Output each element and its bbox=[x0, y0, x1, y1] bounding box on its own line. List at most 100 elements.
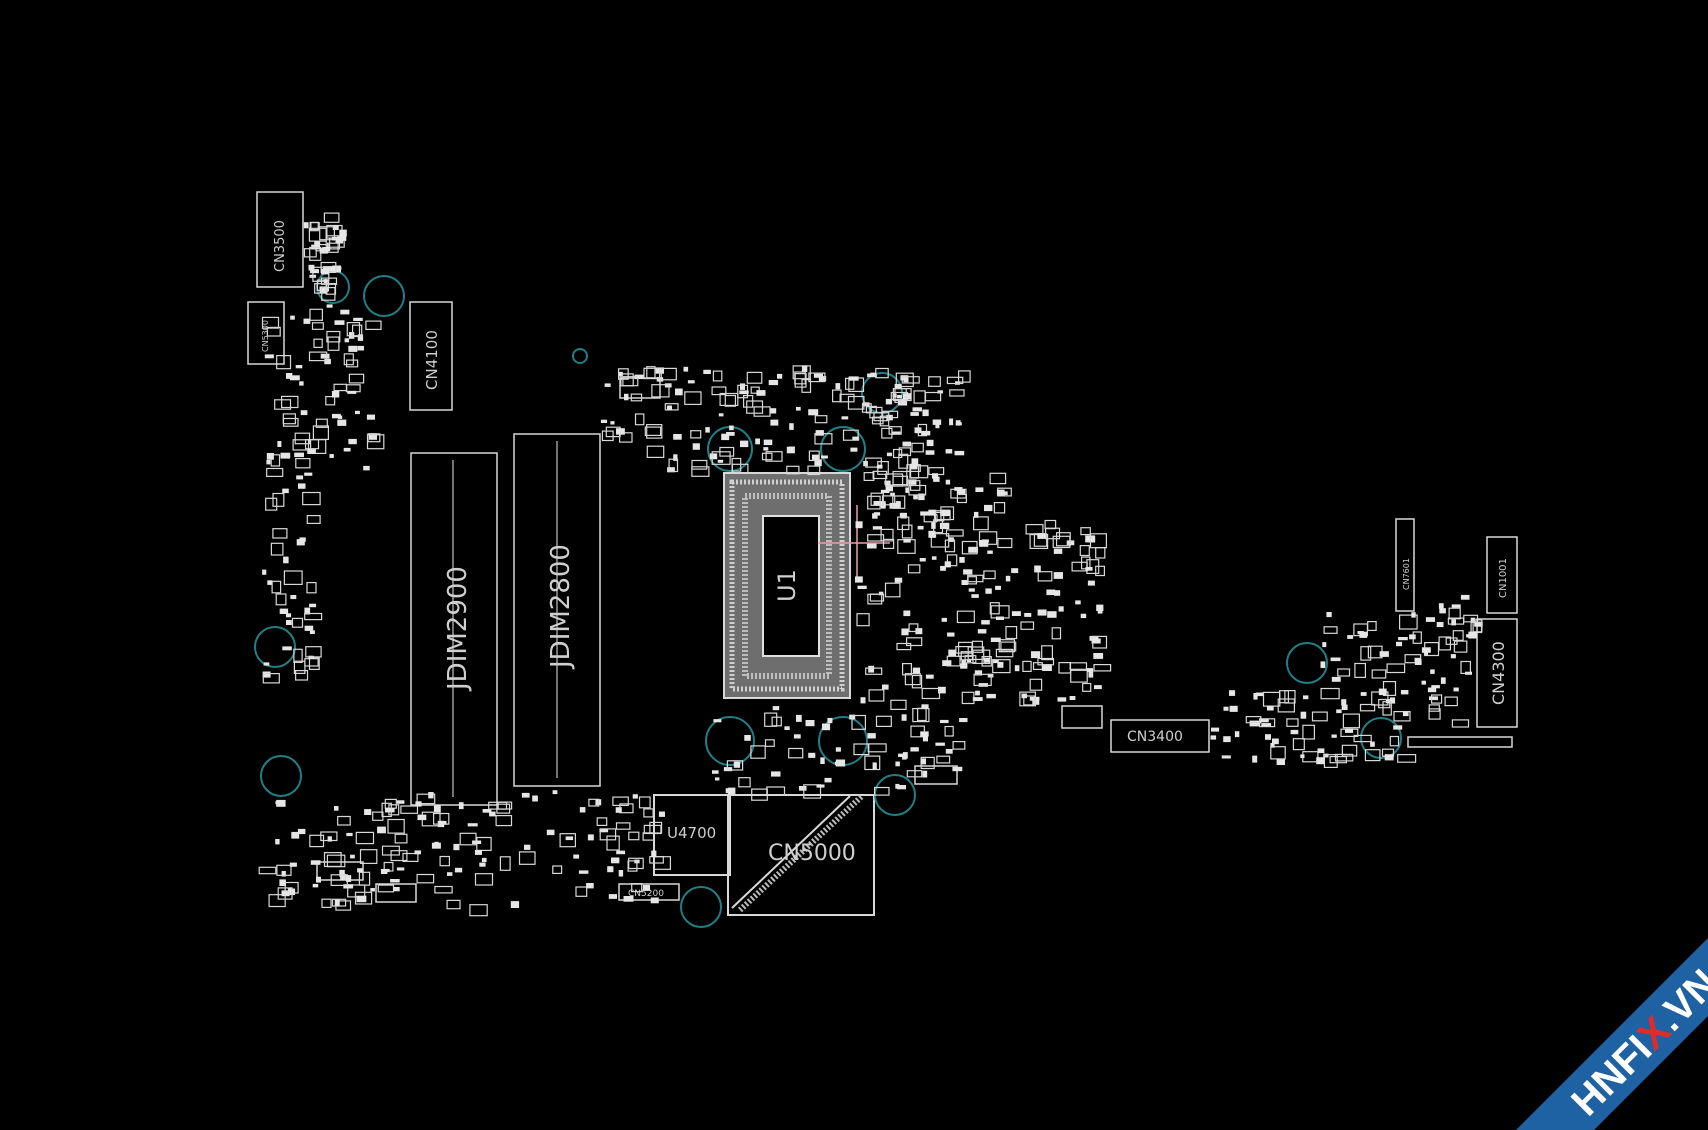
smd-pad bbox=[933, 511, 945, 522]
smd-pad bbox=[865, 457, 882, 468]
smd-pad bbox=[439, 821, 447, 825]
cn3400-outline bbox=[1110, 719, 1210, 753]
smd-pad bbox=[949, 418, 954, 426]
smd-pad bbox=[1052, 535, 1071, 549]
smd-pad bbox=[1430, 694, 1443, 704]
smd-pad bbox=[323, 279, 328, 284]
smd-pad bbox=[281, 890, 290, 897]
smd-pad bbox=[644, 426, 662, 437]
smd-pad bbox=[1234, 731, 1240, 738]
smd-pad bbox=[532, 795, 538, 802]
smd-pad bbox=[921, 430, 931, 436]
smd-pad bbox=[713, 719, 722, 723]
smd-pad bbox=[658, 367, 677, 381]
smd-pad bbox=[1341, 744, 1358, 757]
smd-pad bbox=[895, 372, 914, 388]
smd-pad bbox=[1097, 609, 1103, 614]
smd-pad bbox=[940, 506, 955, 521]
smd-pad bbox=[867, 743, 887, 753]
smd-pad bbox=[683, 366, 689, 372]
smd-pad bbox=[1000, 641, 1017, 652]
smd-pad bbox=[357, 334, 364, 341]
smd-pad bbox=[1451, 619, 1456, 626]
smd-pad bbox=[930, 534, 937, 538]
smd-pad bbox=[872, 762, 877, 770]
smd-pad bbox=[912, 407, 922, 412]
smd-pad bbox=[332, 236, 339, 241]
smd-pad bbox=[957, 370, 971, 383]
smd-pad bbox=[1378, 698, 1391, 709]
smd-pad bbox=[904, 673, 921, 686]
smd-pad bbox=[266, 453, 274, 460]
cn1001-outline bbox=[1486, 536, 1518, 614]
smd-pad bbox=[1025, 523, 1044, 535]
smd-pad bbox=[393, 887, 400, 892]
mounting-hole bbox=[363, 275, 405, 317]
smd-pad bbox=[304, 472, 313, 476]
smd-pad bbox=[1051, 627, 1062, 640]
smd-pad bbox=[1037, 657, 1055, 666]
smd-pad bbox=[847, 395, 865, 410]
smd-pad bbox=[524, 844, 531, 850]
smd-pad bbox=[984, 504, 993, 512]
smd-pad bbox=[956, 493, 968, 504]
smd-pad bbox=[261, 316, 280, 329]
smd-pad bbox=[942, 660, 952, 667]
smd-pad bbox=[948, 649, 956, 657]
smd-pad bbox=[345, 384, 361, 393]
smd-pad bbox=[335, 238, 344, 244]
smd-pad bbox=[348, 373, 365, 384]
smd-pad bbox=[1453, 687, 1459, 692]
smd-pad bbox=[920, 511, 930, 516]
smd-pad bbox=[303, 248, 317, 258]
smd-pad bbox=[481, 857, 487, 863]
smd-pad bbox=[896, 642, 912, 651]
smd-pad bbox=[1037, 609, 1047, 616]
smd-pad bbox=[415, 801, 422, 807]
smd-pad bbox=[1320, 687, 1340, 700]
smd-pad bbox=[1367, 620, 1377, 631]
smd-pad bbox=[1005, 625, 1018, 640]
smd-pad bbox=[884, 480, 891, 485]
smd-pad bbox=[1329, 755, 1347, 764]
smd-pad bbox=[347, 884, 366, 898]
smd-pad bbox=[1210, 735, 1217, 740]
smd-pad bbox=[649, 821, 663, 834]
smd-pad bbox=[630, 393, 643, 402]
smd-pad bbox=[723, 767, 733, 772]
smd-pad bbox=[799, 786, 807, 791]
smd-pad bbox=[880, 489, 890, 493]
smd-pad bbox=[1093, 663, 1112, 672]
smd-pad bbox=[996, 489, 1005, 496]
smd-pad bbox=[831, 389, 842, 403]
smd-pad bbox=[1398, 637, 1408, 641]
smd-pad bbox=[289, 862, 297, 867]
smd-pad bbox=[363, 465, 370, 471]
smd-pad bbox=[1423, 650, 1428, 656]
smd-pad bbox=[1037, 571, 1053, 582]
smd-pad bbox=[638, 796, 651, 809]
smd-pad bbox=[724, 394, 736, 407]
smd-pad bbox=[292, 439, 312, 451]
smd-pad bbox=[559, 833, 576, 848]
smd-pad bbox=[346, 359, 359, 368]
smd-pad bbox=[925, 450, 935, 455]
smd-pad bbox=[987, 550, 993, 554]
smd-pad bbox=[944, 561, 951, 568]
smd-pad bbox=[275, 839, 280, 845]
smd-pad bbox=[884, 582, 901, 598]
smd-pad bbox=[1058, 606, 1064, 612]
smd-pad bbox=[1272, 738, 1279, 745]
smd-pad bbox=[666, 405, 672, 411]
smd-pad bbox=[319, 226, 336, 241]
smd-pad bbox=[1330, 657, 1341, 662]
smd-pad bbox=[890, 699, 907, 710]
smd-pad bbox=[326, 304, 333, 308]
right-bottom-connector bbox=[1407, 736, 1513, 748]
smd-pad bbox=[755, 438, 760, 445]
smd-pad bbox=[968, 588, 975, 592]
smd-pad bbox=[885, 484, 893, 492]
smd-pad bbox=[479, 862, 486, 867]
smd-pad bbox=[295, 458, 311, 469]
smd-pad bbox=[618, 432, 633, 443]
